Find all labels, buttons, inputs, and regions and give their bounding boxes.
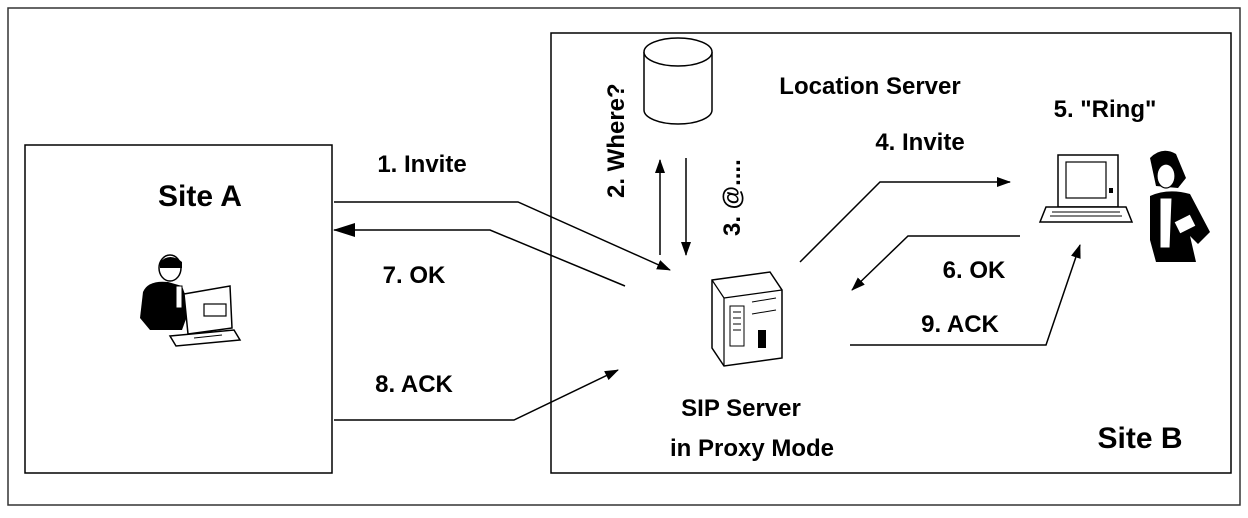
step-5-label: 5. "Ring" xyxy=(1054,96,1157,123)
step-3-label: 3. @.... xyxy=(719,159,746,236)
site-a-title: Site A xyxy=(158,180,242,213)
sip-server-label: SIP Server xyxy=(681,395,801,422)
step-9-label: 9. ACK xyxy=(921,311,999,338)
person-answering-icon xyxy=(1150,150,1210,262)
arrow-step-4 xyxy=(799,177,1011,263)
step-8-label: 8. ACK xyxy=(375,371,453,398)
location-server-label: Location Server xyxy=(779,73,960,100)
arrow-step-9 xyxy=(850,244,1081,346)
step-1-label: 1. Invite xyxy=(377,151,466,178)
workstation-icon xyxy=(1038,154,1134,223)
server-tower-icon xyxy=(711,271,783,367)
outer-frame xyxy=(7,7,1241,506)
arrow-step-1 xyxy=(334,201,671,271)
sip-server-mode-label: in Proxy Mode xyxy=(670,435,834,462)
step-2-label: 2. Where? xyxy=(603,83,630,198)
site-a-box xyxy=(24,144,333,474)
step-6-label: 6. OK xyxy=(943,257,1006,284)
step-4-label: 4. Invite xyxy=(875,129,964,156)
site-b-title: Site B xyxy=(1097,422,1182,455)
arrow-step-7 xyxy=(333,223,626,287)
user-at-computer-icon xyxy=(140,254,242,347)
step-7-label: 7. OK xyxy=(383,262,446,289)
arrow-step-8 xyxy=(334,369,619,421)
database-icon xyxy=(643,37,713,125)
arrow-step-6 xyxy=(851,235,1020,291)
